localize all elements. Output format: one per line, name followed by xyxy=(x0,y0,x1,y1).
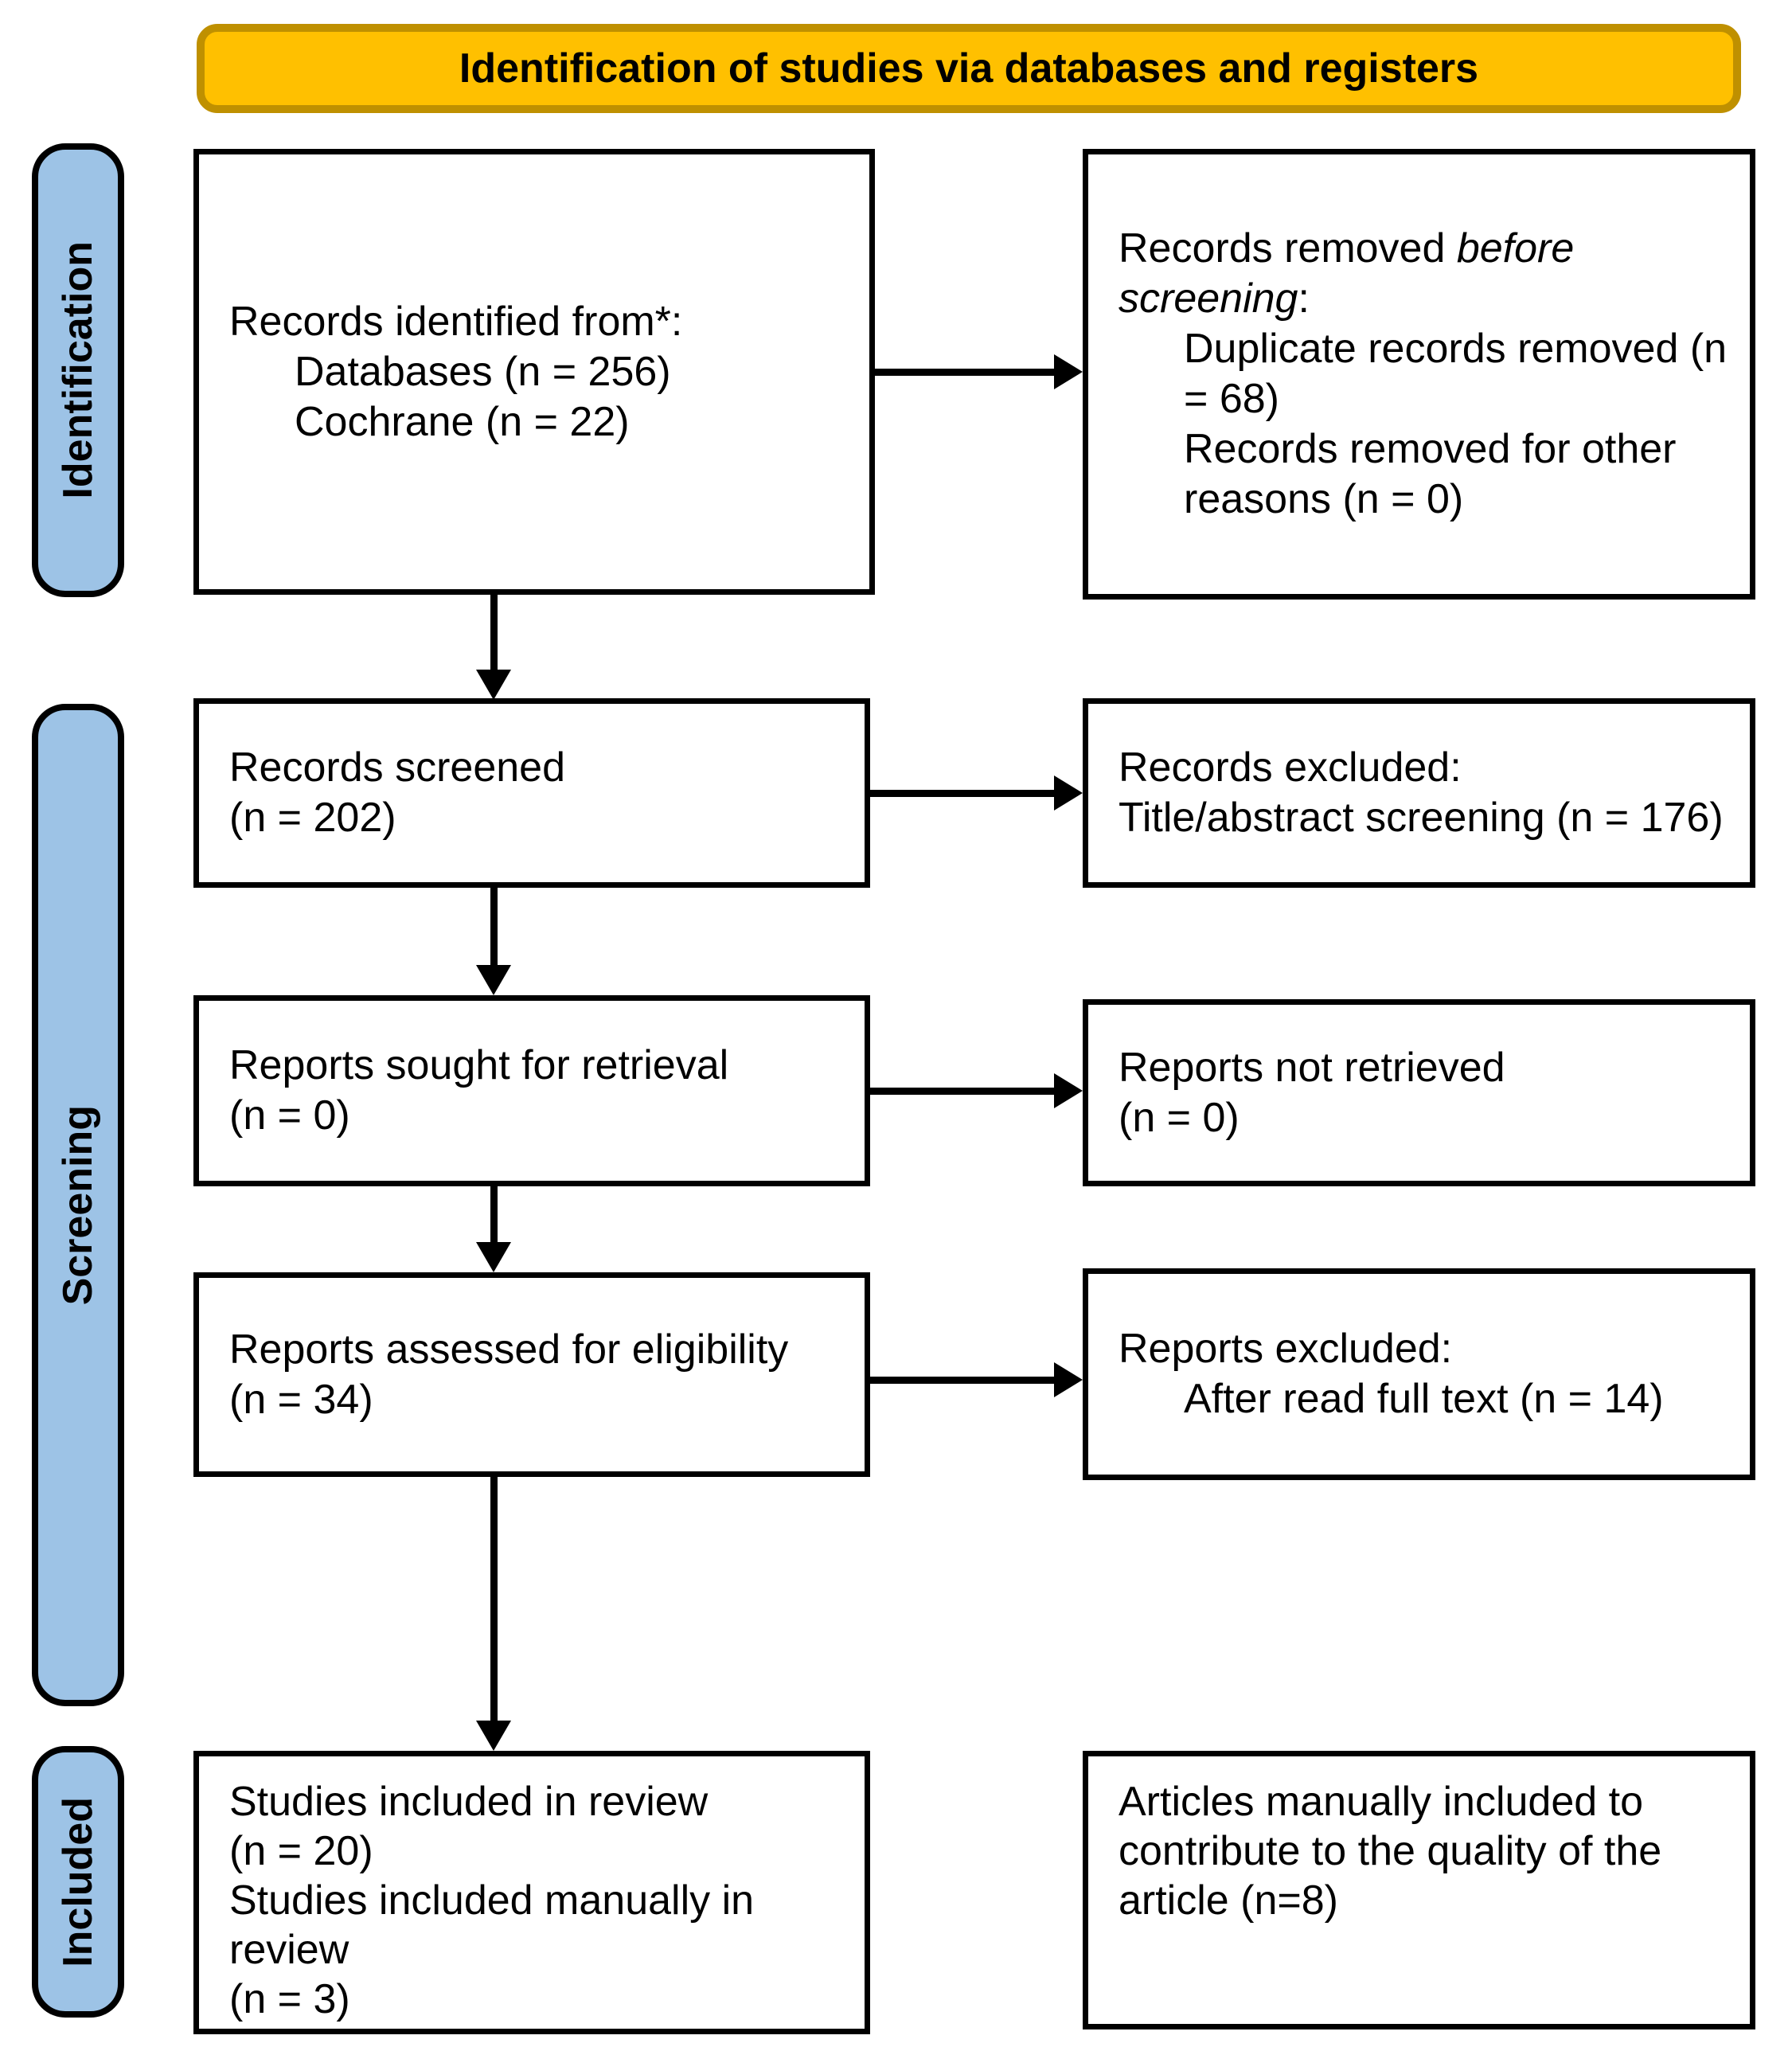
text-line: Studies included manually in xyxy=(229,1877,755,1924)
text-line: Title/abstract screening (n = 176) xyxy=(1119,795,1724,841)
box-records-identified: Records identified from*: Databases (n =… xyxy=(193,149,875,595)
arrow-down-4-shaft xyxy=(490,1477,498,1722)
text-line: Studies included in review xyxy=(229,1779,709,1825)
text-segment: Records removed xyxy=(1119,225,1457,272)
arrow-right-1-head xyxy=(1054,354,1083,389)
text-line: Duplicate records removed (n xyxy=(1184,326,1728,372)
box-records-removed-before-screening: Records removed before screening: Duplic… xyxy=(1083,149,1755,600)
box-records-screened: Records screened (n = 202) xyxy=(193,698,870,888)
text-line: Reports assessed for eligibility xyxy=(229,1326,789,1373)
stage-label-screening: Screening xyxy=(32,704,124,1706)
stage-label-screening-text: Screening xyxy=(55,1104,101,1306)
arrow-down-1-head xyxy=(476,670,511,700)
text-line: article (n=8) xyxy=(1119,1877,1338,1924)
text-line: (n = 34) xyxy=(229,1376,373,1423)
text-line: reasons (n = 0) xyxy=(1184,476,1464,522)
arrow-down-3-head xyxy=(476,1242,511,1272)
box-reports-not-retrieved: Reports not retrieved (n = 0) xyxy=(1083,999,1755,1186)
box-articles-manually-included: Articles manually included to contribute… xyxy=(1083,1751,1755,2029)
text-line: After read full text (n = 14) xyxy=(1184,1376,1664,1422)
arrow-right-4-head xyxy=(1054,1362,1083,1397)
text-line: Reports sought for retrieval xyxy=(229,1042,729,1088)
text-line: = 68) xyxy=(1184,376,1279,422)
text-segment: : xyxy=(1298,275,1310,322)
text-line: Records excluded: xyxy=(1119,744,1462,791)
arrow-right-3-head xyxy=(1054,1073,1083,1108)
arrow-right-4-shaft xyxy=(870,1377,1056,1384)
title-text: Identification of studies via databases … xyxy=(459,45,1479,92)
arrow-down-2-shaft xyxy=(490,888,498,967)
text-line: (n = 3) xyxy=(229,1976,350,2022)
text-line: (n = 0) xyxy=(1119,1094,1240,1141)
arrow-right-2-head xyxy=(1054,775,1083,811)
box-reports-sought: Reports sought for retrieval (n = 0) xyxy=(193,995,870,1186)
text-line: Records removed for other xyxy=(1184,426,1677,472)
arrow-right-1-shaft xyxy=(875,369,1056,376)
box-reports-excluded: Reports excluded: After read full text (… xyxy=(1083,1268,1755,1480)
text-line: Articles manually included to xyxy=(1119,1779,1643,1825)
text-line: screening: xyxy=(1119,274,1735,324)
text-line: Records identified from*: xyxy=(229,298,683,345)
arrow-down-3-shaft xyxy=(490,1186,498,1244)
arrow-down-1-shaft xyxy=(490,595,498,671)
text-line: Cochrane (n = 22) xyxy=(295,398,630,445)
arrow-right-2-shaft xyxy=(870,790,1056,797)
text-line: Databases (n = 256) xyxy=(295,348,671,395)
text-line: (n = 20) xyxy=(229,1828,373,1874)
box-records-excluded: Records excluded: Title/abstract screeni… xyxy=(1083,698,1755,888)
text-line: Reports excluded: xyxy=(1119,1326,1453,1372)
stage-label-identification-text: Identification xyxy=(55,241,101,499)
box-studies-included: Studies included in review (n = 20) Stud… xyxy=(193,1751,870,2034)
text-segment-italic: screening xyxy=(1119,275,1298,322)
text-line: (n = 202) xyxy=(229,795,396,841)
text-line: (n = 0) xyxy=(229,1092,350,1139)
box-reports-assessed: Reports assessed for eligibility (n = 34… xyxy=(193,1272,870,1477)
stage-label-included: Included xyxy=(32,1746,124,2018)
text-line: Records screened xyxy=(229,744,565,791)
text-line: review xyxy=(229,1927,349,1973)
text-line: Records removed before xyxy=(1119,224,1735,274)
arrow-right-3-shaft xyxy=(870,1088,1056,1095)
text-line: contribute to the quality of the xyxy=(1119,1828,1662,1874)
stage-label-identification: Identification xyxy=(32,143,124,597)
arrow-down-4-head xyxy=(476,1721,511,1751)
text-segment-italic: before xyxy=(1456,225,1575,272)
arrow-down-2-head xyxy=(476,965,511,995)
title-banner: Identification of studies via databases … xyxy=(197,24,1741,113)
text-line: Reports not retrieved xyxy=(1119,1044,1505,1091)
stage-label-included-text: Included xyxy=(55,1796,101,1967)
